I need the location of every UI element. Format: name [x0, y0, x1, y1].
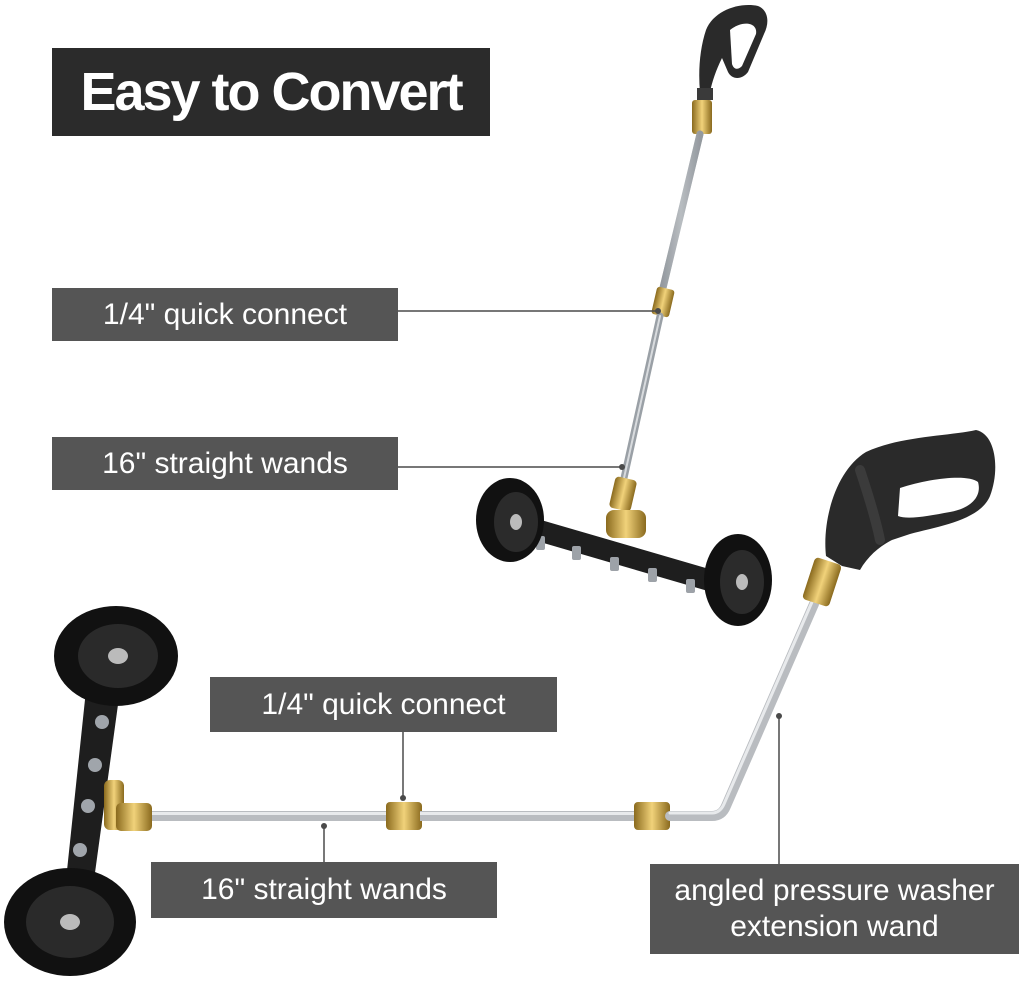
angled-wand	[665, 599, 819, 821]
label-quick-connect-bottom: 1/4" quick connect	[210, 677, 557, 732]
label-text-line1: angled pressure washer	[674, 874, 995, 907]
upright-surface-cleaner	[476, 5, 772, 626]
spray-gun-bottom	[825, 430, 996, 570]
brass-fitting-gun-top	[692, 100, 712, 134]
horizontal-surface-cleaner	[4, 430, 996, 976]
quick-connect-bottom	[386, 802, 422, 830]
title-banner: Easy to Convert	[52, 48, 490, 136]
wheel-bottom-lower	[4, 868, 136, 976]
label-text: 16" straight wands	[102, 446, 348, 480]
brass-fitting-gun-bottom	[802, 557, 842, 607]
quick-connect-top	[651, 286, 675, 318]
brass-fitting-left	[116, 803, 152, 831]
cleaner-bar-side	[66, 690, 120, 880]
label-text-line2: extension wand	[730, 910, 939, 943]
label-straight-wands-bottom: 16" straight wands	[151, 862, 497, 918]
wheel-bottom-top	[54, 606, 178, 706]
swivel-elbow	[606, 510, 646, 538]
wheel-top-right	[704, 534, 772, 626]
wand-horizontal-2	[420, 811, 634, 821]
cleaner-bar-top	[492, 508, 740, 598]
brass-fitting-right	[634, 802, 670, 830]
spray-gun-top	[692, 5, 768, 134]
label-angled-wand: angled pressure washer extension wand	[650, 864, 1019, 954]
label-text: 1/4" quick connect	[102, 297, 348, 331]
brass-fitting-cleaner	[609, 476, 637, 512]
wheel-top-left	[476, 478, 544, 562]
label-quick-connect-top: 1/4" quick connect	[52, 288, 398, 341]
leader-lines	[323, 310, 780, 864]
label-straight-wands-top: 16" straight wands	[52, 437, 398, 490]
wand-horizontal-1	[152, 811, 388, 821]
page-title: Easy to Convert	[80, 62, 463, 122]
label-text: 1/4" quick connect	[261, 687, 506, 721]
label-text: 16" straight wands	[201, 873, 447, 906]
